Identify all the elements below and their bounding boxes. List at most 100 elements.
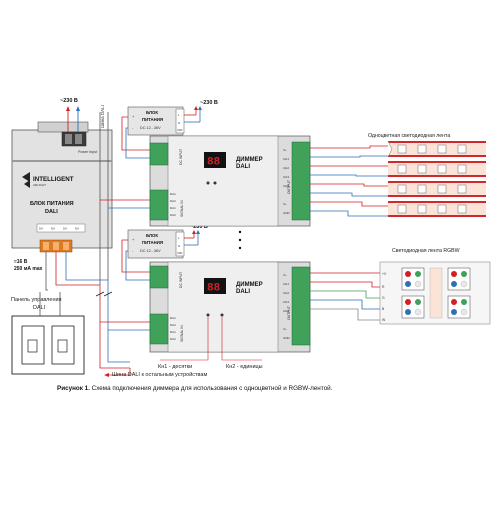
single-color-strip-title: Одноцветная светодиодная лента — [368, 133, 450, 139]
dimmer2-output-label: OUTPUT — [287, 306, 291, 320]
dimmer1-button-1[interactable] — [206, 181, 210, 185]
dimmer2-output-terminal — [291, 266, 311, 346]
psu1-term-gnd: GND — [177, 129, 183, 132]
dimmer2-name-line2: DALI — [236, 289, 250, 295]
psu2-term-l: L — [178, 236, 180, 240]
dali-power-supply: Power Input INTELLIGENT ARLIGHT БЛОК ПИТ… — [11, 121, 113, 272]
psu-brand-sub: ARLIGHT — [33, 183, 46, 187]
button-callouts — [160, 317, 262, 361]
panel-button-1[interactable] — [21, 325, 45, 365]
psu-title-line1: БЛОК ПИТАНИЯ — [30, 201, 74, 207]
psu1-title-line1: БЛОК — [146, 110, 158, 115]
psu2-term-gnd: GND — [177, 252, 183, 255]
single-strip-1 — [387, 140, 486, 158]
psu-terminal-label-4: DA — [75, 227, 79, 231]
psu2-term-minus: - — [132, 248, 134, 253]
dimmer2-out-gnd: GND — [283, 336, 291, 340]
psu1-term-n: N — [178, 121, 180, 125]
psu-mains-label: ~230 В — [60, 98, 78, 104]
single-strip-3 — [388, 181, 486, 197]
rgbw-pin-w: W — [382, 318, 386, 322]
dimmer-2: DC INPUT SIGNAL IN DA1 DA2 DA1 DA2 88 ДИ… — [149, 261, 311, 353]
psu-title-line2: DALI — [45, 209, 58, 215]
psu1-term-plus: + — [132, 114, 135, 119]
dimmer1-name-line1: ДИММЕР — [236, 157, 263, 163]
dimmer2-pin-da1: DA1 — [170, 316, 176, 320]
rgbw-strip: +V R G B W — [379, 261, 491, 325]
dimmer2-pin-da2b: DA2 — [170, 337, 176, 341]
figure-caption: Рисунок 1. Схема подключения диммера для… — [57, 385, 497, 392]
dimmer2-button-1[interactable] — [206, 313, 210, 317]
dimmer-1: DC INPUT SIGNAL IN DA1 DA2 DA1 DA2 88 ДИ… — [149, 135, 311, 227]
rgbw-pin-v: +V — [382, 272, 387, 276]
psu-terminal-label-2: DA — [51, 227, 55, 231]
psu2-title-line1: БЛОК — [146, 233, 158, 238]
dimmer1-signal-terminal — [149, 189, 169, 221]
panel-button-2[interactable] — [51, 325, 75, 365]
panel-title-line1: Панель управления — [11, 297, 62, 303]
kn1-label: Кн1 - десятки — [158, 364, 192, 370]
dimmer1-pin-da1: DA1 — [170, 192, 176, 196]
rgbw-led-2 — [401, 295, 425, 319]
dimmer1-dc-terminal — [149, 142, 169, 166]
dimmer1-output-wires — [310, 145, 388, 217]
dimmer1-display-value: 88 — [207, 157, 221, 169]
single-strip-4 — [388, 201, 486, 217]
dimmer1-output-label: OUTPUT — [287, 180, 291, 194]
psu1-term-minus: - — [132, 125, 134, 130]
dimmer1-display — [204, 152, 226, 168]
dimmer1-name-line2: DALI — [236, 164, 250, 170]
rgbw-pin-r: R — [382, 285, 385, 289]
psu1-voltage: DC 12...36V — [140, 126, 161, 130]
psu-brand: INTELLIGENT — [33, 176, 74, 183]
dimmer1-pin-da2: DA2 — [170, 199, 176, 203]
psu2-term-n: N — [178, 244, 180, 248]
dimmer1-out-ch1: CH1 — [283, 157, 289, 161]
dimmer1-out-ch4: CH4 — [283, 184, 289, 188]
single-strip-2 — [388, 161, 486, 177]
power-supply-1: БЛОК ПИТАНИЯ DC 12...36V L N GND + - ~23… — [127, 100, 218, 136]
power-supply-2: БЛОК ПИТАНИЯ DC 12...36V L N GND + - ~23… — [127, 224, 208, 259]
panel-title-line2: DALI — [33, 305, 46, 311]
psu-terminal-label-3: DA — [63, 227, 67, 231]
dali-control-panel: Панель управления DALI — [11, 297, 85, 375]
dimmer1-out-ch2: CH2 — [283, 166, 289, 170]
rgbw-led-4 — [447, 295, 471, 319]
rgbw-strip-title: Светодиодная лента RGBW — [392, 248, 460, 254]
dimmer2-out-ch4: CH4 — [283, 309, 289, 313]
dimmer2-out-v1: V+ — [283, 273, 287, 277]
dimmer2-pin-da2: DA2 — [170, 323, 176, 327]
psu2-voltage: DC 12...36V — [140, 249, 161, 253]
dimmer1-output-terminal — [291, 141, 311, 221]
psu-terminal-label-1: DA — [39, 227, 43, 231]
dimmer2-signal-in-label: SIGNAL IN — [180, 325, 184, 342]
psu2-mains-label: ~230 В — [190, 224, 208, 230]
dimmer1-pin-da1b: DA1 — [170, 206, 176, 210]
psu1-term-l: L — [178, 113, 180, 117]
dimmer2-dc-terminal — [149, 265, 169, 289]
dimmer1-pin-da2b: DA2 — [170, 213, 176, 217]
dimmer2-button-2[interactable] — [220, 313, 224, 317]
rgbw-led-1 — [401, 267, 425, 291]
dimmer2-name-line1: ДИММЕР — [236, 282, 263, 288]
dc-power-wires — [121, 116, 152, 281]
dali-bus-to-others-label: Шина DALI к остальным устройствам — [112, 371, 207, 378]
dimmer2-display — [204, 278, 226, 294]
dimmer1-out-v2: V+ — [283, 202, 287, 206]
rgbw-led-3 — [447, 267, 471, 291]
psu2-term-plus: + — [132, 237, 135, 242]
rgbw-pin-b: B — [382, 307, 385, 311]
dali-bus-label: Шина DALI — [100, 105, 105, 128]
kn2-label: Кн2 - единицы — [226, 364, 263, 370]
dimmer2-pin-da1b: DA1 — [170, 330, 176, 334]
dimmer2-output-wires — [310, 272, 380, 321]
dimmer2-dc-input-label: DC INPUT — [179, 272, 183, 288]
psu-power-input-label: Power Input — [78, 150, 97, 154]
single-color-strips — [387, 140, 486, 217]
dimmer1-button-2[interactable] — [213, 181, 217, 185]
psu-spec-current: 250 мА max — [14, 266, 43, 272]
dimmer2-out-v2: V+ — [283, 327, 287, 331]
dimmer1-out-ch3: CH3 — [283, 175, 289, 179]
caption-text: Схема подключения диммера для использова… — [91, 385, 333, 392]
